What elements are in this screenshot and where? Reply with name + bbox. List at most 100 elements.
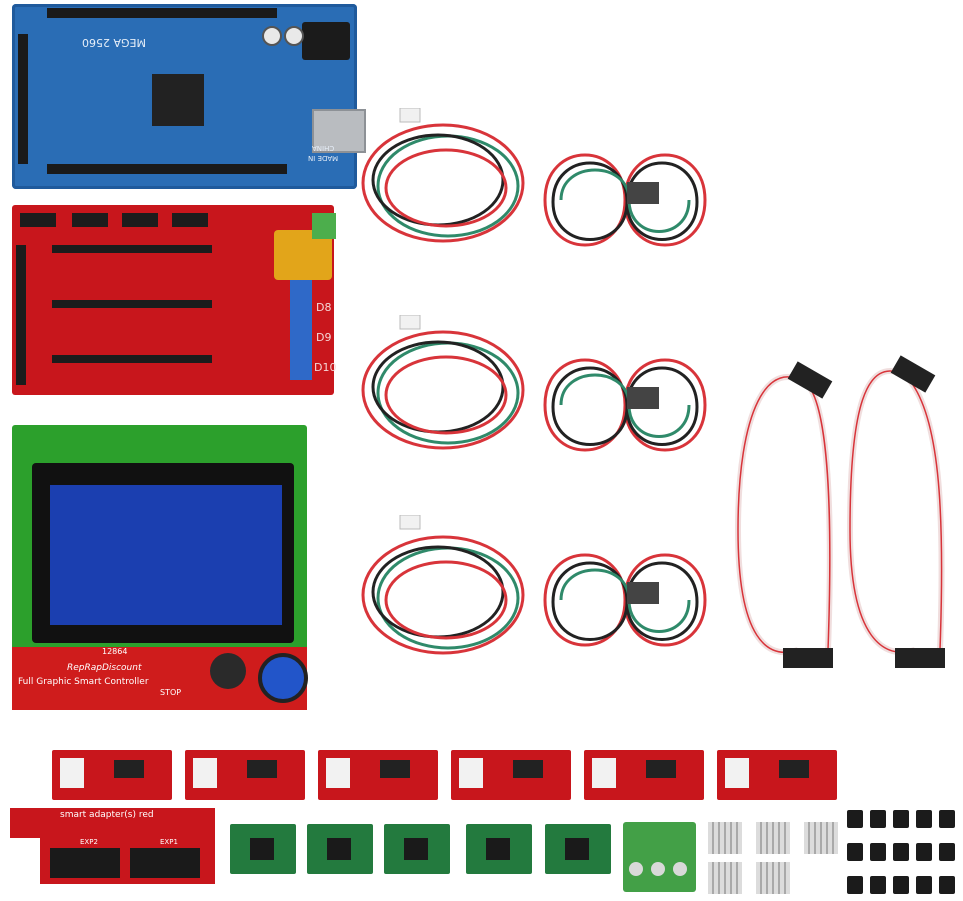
capacitor xyxy=(262,26,282,46)
stepper-cable xyxy=(543,553,707,647)
controller-title: Full Graphic Smart Controller xyxy=(18,677,149,687)
driver-socket xyxy=(52,355,212,363)
stepper-cable xyxy=(361,315,525,450)
endstop-connector xyxy=(326,758,350,788)
endstop-connector xyxy=(193,758,217,788)
micro-switch xyxy=(114,760,144,778)
pin-header-side xyxy=(18,34,28,164)
jumper-cap xyxy=(893,843,909,861)
pin-header xyxy=(122,213,158,227)
pin-header xyxy=(172,213,208,227)
heatsink xyxy=(756,822,790,854)
arduino-mega-board: MEGA 2560 MADE IN CHINA xyxy=(12,4,366,189)
pin-header xyxy=(72,213,108,227)
endstop-connector xyxy=(592,758,616,788)
stepper-driver xyxy=(466,824,532,874)
screw xyxy=(651,862,665,876)
power-jack xyxy=(302,22,350,60)
driver-chip xyxy=(565,838,589,860)
screw xyxy=(673,862,687,876)
jumper-cap xyxy=(870,843,886,861)
micro-switch xyxy=(646,760,676,778)
jumper-cap xyxy=(939,810,955,828)
heatsink xyxy=(708,862,742,894)
terminal-block xyxy=(623,822,696,892)
exp1-label: EXP1 xyxy=(160,838,178,846)
jumper-cap xyxy=(893,810,909,828)
endstop-switch xyxy=(717,750,837,800)
board-name: MEGA 2560 xyxy=(82,36,146,49)
rotary-knob xyxy=(258,653,308,703)
stepper-driver xyxy=(230,824,296,874)
endstop-switch xyxy=(451,750,571,800)
jumper-cap xyxy=(916,810,932,828)
jumper-cap xyxy=(939,876,955,894)
screw xyxy=(629,862,643,876)
capacitor xyxy=(284,26,304,46)
endstop-switch xyxy=(185,750,305,800)
jumper-cap xyxy=(847,810,863,828)
pin-header xyxy=(20,213,56,227)
buzzer xyxy=(210,653,246,689)
stepper-driver xyxy=(307,824,373,874)
endstop-switch xyxy=(52,750,172,800)
brand-label: RepRapDiscount xyxy=(67,663,142,673)
jumper-cap xyxy=(939,843,955,861)
endstop-connector xyxy=(725,758,749,788)
stop-label: STOP xyxy=(160,688,182,697)
adapter-label: smart adapter(s) red xyxy=(60,810,154,820)
exp2-label: EXP2 xyxy=(80,838,98,846)
driver-chip xyxy=(486,838,510,860)
driver-socket xyxy=(52,300,212,308)
side-header xyxy=(16,245,26,385)
jumper-cap xyxy=(870,876,886,894)
micro-switch xyxy=(247,760,277,778)
ramps-shield-board: D8 D9 D10 xyxy=(12,205,337,395)
power-terminal xyxy=(312,213,336,239)
micro-switch xyxy=(779,760,809,778)
driver-chip xyxy=(250,838,274,860)
micro-switch xyxy=(380,760,410,778)
endstop-connector xyxy=(60,758,84,788)
microcontroller-chip xyxy=(152,74,204,126)
driver-socket xyxy=(52,245,212,253)
d8-label: D8 xyxy=(316,301,332,314)
jumper-cap xyxy=(847,843,863,861)
heatsink xyxy=(804,822,838,854)
jumper-cap xyxy=(916,843,932,861)
d10-label: D10 xyxy=(314,361,337,374)
driver-chip xyxy=(327,838,351,860)
controller-red-strip xyxy=(12,647,307,710)
screw-terminal xyxy=(290,280,312,380)
heatsink xyxy=(708,822,742,854)
stepper-cable xyxy=(361,515,525,655)
jumper-cap xyxy=(870,810,886,828)
lcd-controller-board: 12864 RepRapDiscount Full Graphic Smart … xyxy=(12,425,308,710)
jumper-cap xyxy=(847,876,863,894)
made-in-label: MADE IN xyxy=(308,154,339,162)
heatsink xyxy=(756,862,790,894)
ribbon-cable xyxy=(734,361,833,668)
country-label: CHINA xyxy=(312,144,335,152)
driver-chip xyxy=(404,838,428,860)
ribbon-cable xyxy=(846,355,945,668)
pin-header-bottom xyxy=(47,164,287,174)
jumper-cap xyxy=(916,876,932,894)
d9-label: D9 xyxy=(316,331,332,344)
smart-adapter-board: smart adapter(s) red EXP2 EXP1 xyxy=(10,808,215,884)
pin-header-top xyxy=(47,8,277,18)
adapter-shape xyxy=(10,808,215,884)
stepper-driver xyxy=(384,824,450,874)
micro-switch xyxy=(513,760,543,778)
lcd-screen xyxy=(50,485,282,625)
jumper-cap xyxy=(893,876,909,894)
endstop-connector xyxy=(459,758,483,788)
lcd-model-label: 12864 xyxy=(102,647,128,656)
usb-port xyxy=(312,109,366,153)
stepper-cable xyxy=(361,108,525,243)
stepper-cable xyxy=(543,153,707,247)
stepper-cable xyxy=(543,358,707,452)
stepper-driver xyxy=(545,824,611,874)
endstop-switch xyxy=(584,750,704,800)
endstop-switch xyxy=(318,750,438,800)
